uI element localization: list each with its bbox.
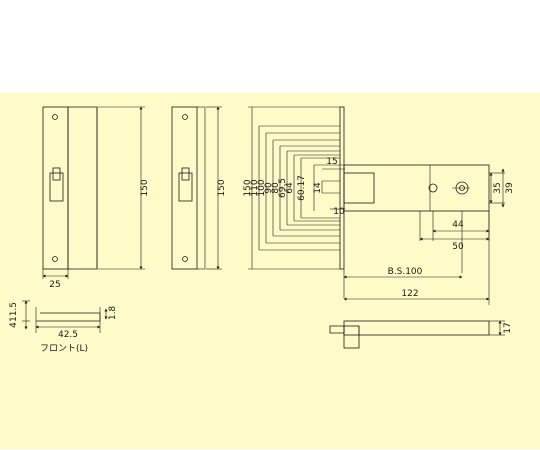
dim-label-width: 25 <box>49 280 60 290</box>
svg-text:100: 100 <box>257 179 267 196</box>
nested-height-dimensions <box>248 106 345 270</box>
dim-label-height-1: 150 <box>140 179 150 196</box>
dim-label-11-5: 11.5 <box>9 302 19 322</box>
svg-text:150: 150 <box>243 179 253 196</box>
spindle-hole-left <box>428 183 438 193</box>
dim-label-bs100: B.S.100 <box>388 267 423 277</box>
dim-label-15: 15 <box>326 157 337 167</box>
screw-hole-bottom <box>52 256 58 262</box>
svg-text:80: 80 <box>271 182 281 194</box>
dim-label-39: 39 <box>505 182 515 194</box>
latch-opening-2 <box>178 172 193 202</box>
bolt-view: 17 <box>329 320 513 349</box>
faceplate-2-outline <box>171 106 198 270</box>
screw-hole-top <box>52 114 58 120</box>
section-caption: フロント(L) <box>40 344 88 354</box>
dim-label-4: 4 <box>9 322 19 328</box>
svg-text:90: 90 <box>264 182 274 194</box>
latch-opening <box>49 172 64 202</box>
section-view: 11.5 4 1.8 42.5 フロント(L) <box>9 300 118 354</box>
svg-text:110: 110 <box>250 179 260 196</box>
drawing-background <box>0 93 540 449</box>
dim-label-height-2: 150 <box>217 179 227 196</box>
dim-label-17: 17 <box>503 322 513 333</box>
dim-label-1-8: 1.8 <box>108 306 118 321</box>
front-view-1: 150 25 <box>42 106 150 290</box>
side-view: 150 110 100 90 80 69.5 64 60.17 14 15 10 <box>243 106 515 305</box>
dim-label-10: 10 <box>333 207 345 217</box>
dim-label-50: 50 <box>452 242 464 252</box>
svg-text:69.5: 69.5 <box>278 178 288 198</box>
dim-label-122: 122 <box>401 289 418 299</box>
dim-label-42-5: 42.5 <box>58 330 78 340</box>
front-view-2: 150 <box>171 106 227 270</box>
dim-label-44: 44 <box>452 220 464 230</box>
dim-label-35: 35 <box>493 182 503 193</box>
technical-drawing: 150 25 150 <box>0 93 540 449</box>
svg-text:14: 14 <box>313 182 323 194</box>
screw-hole-2-top <box>182 114 188 120</box>
svg-text:64: 64 <box>285 182 295 194</box>
screw-hole-2-bottom <box>182 256 188 262</box>
latch-notch <box>52 167 61 181</box>
drawing-area: 150 25 150 <box>0 93 540 449</box>
svg-text:60.17: 60.17 <box>297 175 307 201</box>
bolt-section <box>343 172 375 204</box>
height-labels: 150 110 100 90 80 69.5 64 60.17 14 <box>243 175 323 201</box>
